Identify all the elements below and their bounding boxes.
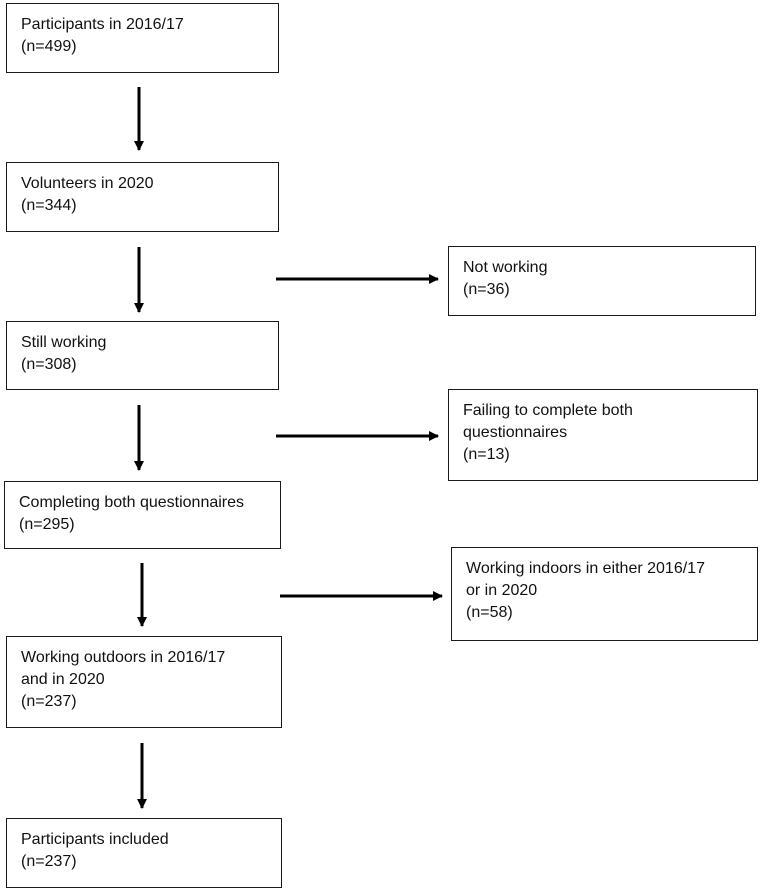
box-failing-questionnaires: Failing to complete both questionnaires … — [448, 389, 758, 481]
box-still-working: Still working (n=308) — [6, 321, 279, 390]
box-working-outdoors: Working outdoors in 2016/17 and in 2020 … — [6, 636, 282, 728]
box-line: or in 2020 — [466, 582, 538, 599]
box-line: Failing to complete both — [463, 402, 633, 419]
box-line: questionnaires — [463, 424, 568, 441]
box-line: and in 2020 — [21, 671, 105, 688]
box-completing-questionnaires: Completing both questionnaires (n=295) — [4, 481, 281, 549]
box-line: Still working — [21, 334, 107, 351]
box-participants-included: Participants included (n=237) — [6, 818, 282, 888]
box-line: (n=237) — [21, 853, 77, 870]
box-line: (n=13) — [463, 446, 510, 463]
box-line: Working indoors in either 2016/17 — [466, 560, 705, 577]
box-line: Participants included — [21, 831, 169, 848]
box-line: (n=308) — [21, 356, 77, 373]
box-line: Working outdoors in 2016/17 — [21, 649, 226, 666]
box-line: (n=36) — [463, 281, 510, 298]
box-line: (n=344) — [21, 197, 77, 214]
box-line: (n=237) — [21, 693, 77, 710]
box-working-indoors: Working indoors in either 2016/17 or in … — [451, 547, 758, 641]
box-participants-2016: Participants in 2016/17 (n=499) — [6, 3, 279, 73]
box-line: (n=58) — [466, 604, 513, 621]
box-not-working: Not working (n=36) — [448, 246, 756, 316]
box-line: (n=295) — [19, 516, 75, 533]
box-line: Participants in 2016/17 — [21, 16, 184, 33]
box-line: (n=499) — [21, 38, 77, 55]
box-line: Completing both questionnaires — [19, 494, 245, 511]
box-volunteers-2020: Volunteers in 2020 (n=344) — [6, 162, 279, 232]
box-line: Not working — [463, 259, 548, 276]
box-line: Volunteers in 2020 — [21, 175, 154, 192]
